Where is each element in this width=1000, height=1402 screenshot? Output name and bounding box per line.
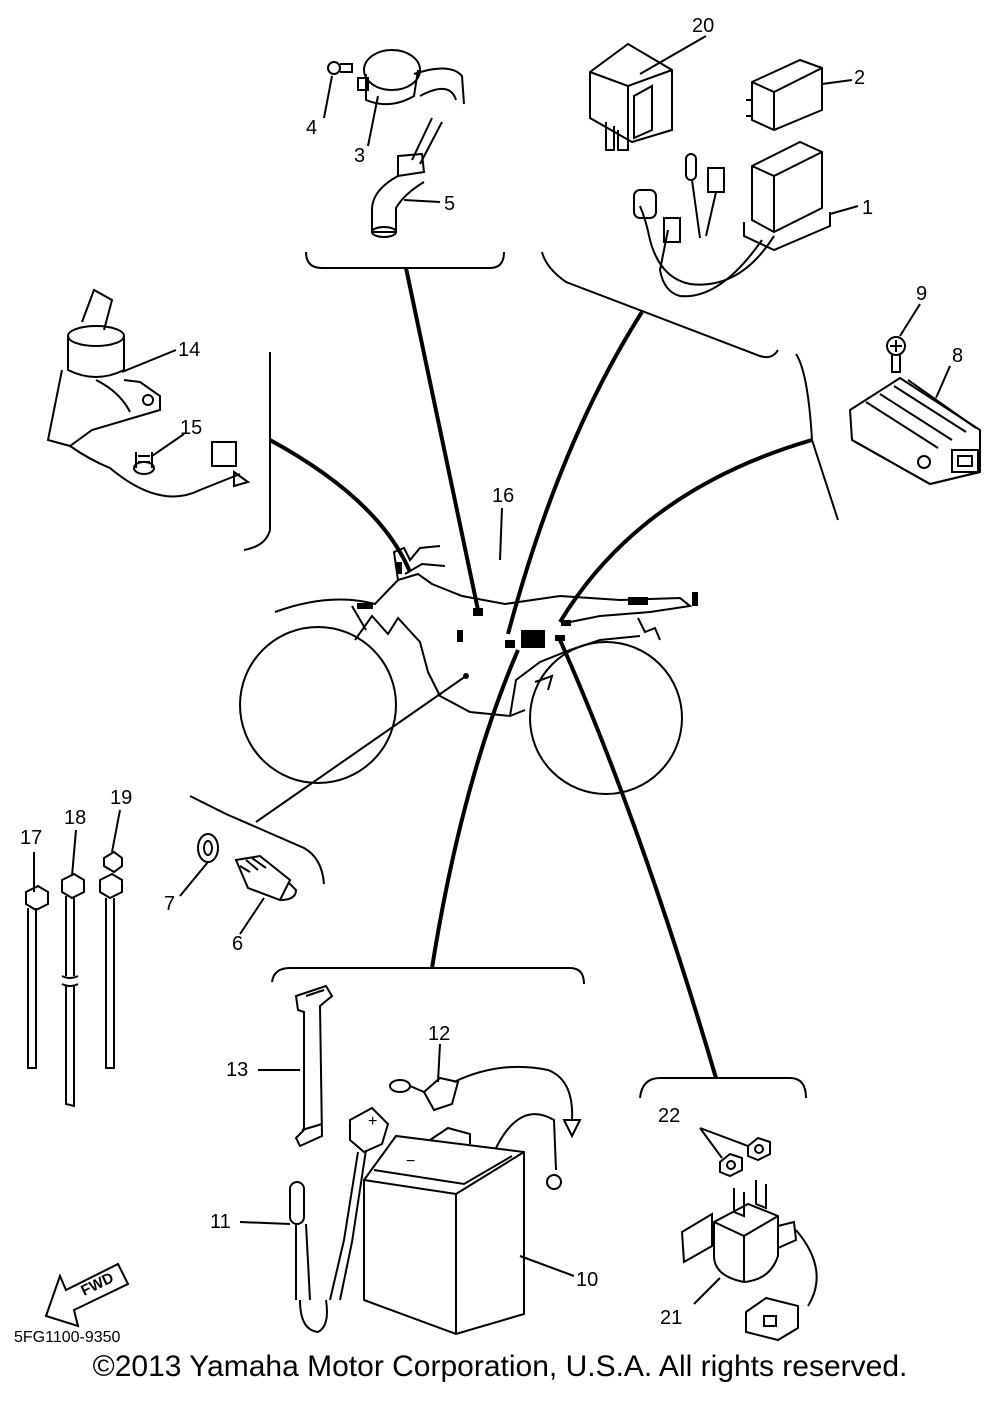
battery-terminal-cap (289, 1106, 390, 1334)
callout-10: 10 (576, 1269, 598, 1291)
cap-plus-mark: + (368, 1113, 377, 1130)
leader-lines (189, 251, 839, 1099)
callout-12: 12 (428, 1023, 450, 1045)
callout-11: 11 (210, 1211, 231, 1233)
callout-13: 13 (226, 1059, 248, 1081)
relay-unit (589, 42, 673, 151)
cdi-unit (633, 140, 831, 298)
callout-7: 7 (164, 893, 175, 915)
callout-3: 3 (354, 145, 365, 167)
callout-5: 5 (444, 193, 455, 215)
battery-minus-mark: − (406, 1153, 415, 1170)
starter-relay-nuts (719, 1136, 771, 1178)
callout-19: 19 (110, 787, 132, 809)
coil-bolt (327, 61, 353, 75)
battery-lead-wire (389, 1065, 582, 1139)
neutral-switch (197, 833, 298, 902)
spark-plug-cap (371, 117, 443, 238)
callout-9: 9 (916, 283, 927, 305)
ignition-coil (357, 49, 465, 106)
regulator-screw (886, 336, 906, 373)
callout-15: 15 (180, 417, 202, 439)
callout-2: 2 (854, 67, 865, 89)
battery (363, 1113, 562, 1336)
callout-20: 20 (692, 15, 714, 37)
callout-8: 8 (952, 345, 963, 367)
starter-relay (680, 1180, 818, 1342)
switch-bolt (133, 452, 155, 475)
callout-6: 6 (232, 933, 243, 955)
callout-leaders (33, 35, 951, 1305)
main-switch (46, 288, 251, 498)
callout-21: 21 (660, 1307, 682, 1329)
callout-14: 14 (178, 339, 200, 361)
connector-cover (746, 58, 823, 132)
callout-17: 17 (20, 827, 42, 849)
motorcycle-outline (239, 545, 698, 795)
callout-1: 1 (862, 197, 873, 219)
copyright-notice: ©2013 Yamaha Motor Corporation, U.S.A. A… (92, 1350, 908, 1383)
rectifier-regulator (848, 376, 981, 486)
callout-numbers: 1 2 3 4 5 6 7 8 9 10 11 12 13 14 15 16 1… (20, 15, 963, 1329)
callout-22: 22 (658, 1105, 680, 1127)
callout-18: 18 (64, 807, 86, 829)
battery-band (294, 984, 334, 1148)
callout-16: 16 (492, 485, 514, 507)
callout-4: 4 (306, 117, 317, 139)
cable-ties (25, 850, 123, 1108)
diagram-code: 5FG1100-9350 (14, 1329, 121, 1346)
fwd-arrow-icon: FWD (44, 1262, 130, 1328)
